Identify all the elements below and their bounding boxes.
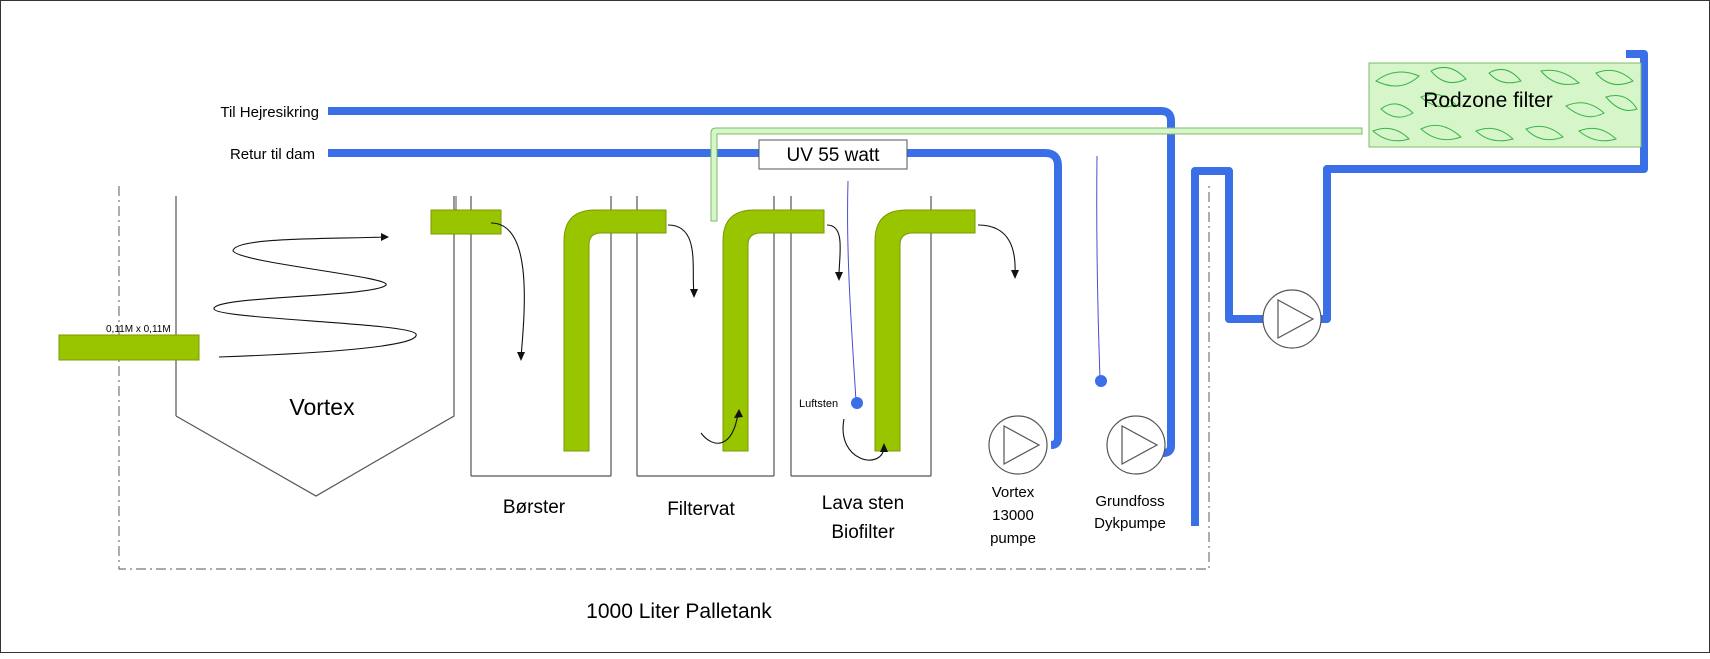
hejresikring-pipe	[328, 107, 1175, 457]
tank-label: 1000 Liter Palletank	[586, 600, 772, 623]
blue-pipes	[328, 50, 1648, 526]
uv-label: UV 55 watt	[787, 145, 881, 166]
air-line-2	[1096, 155, 1101, 380]
lava-label-line1: Lava sten	[822, 493, 904, 514]
uv-lamp-box	[758, 139, 908, 170]
rodzone-pump-icon	[1262, 289, 1322, 349]
uv-to-rodzone-pipe	[710, 127, 1363, 222]
grundfoss-label-2: Dykpumpe	[1094, 515, 1166, 532]
vortex-pump-label-3: pumpe	[990, 530, 1036, 547]
filtervat-label: Filtervat	[667, 499, 735, 520]
hejresikring-label: Til Hejresikring	[220, 104, 319, 121]
rodzone-return-pipe	[1191, 167, 1265, 526]
elbow-pipe-3	[874, 209, 976, 452]
retur-pipe	[328, 149, 1062, 449]
retur-label: Retur til dam	[230, 146, 315, 163]
vortex-label: Vortex	[289, 394, 355, 420]
borster-label: Børster	[503, 497, 566, 518]
vortex-pump-label-1: Vortex	[992, 484, 1035, 501]
flow-arrows	[490, 222, 1016, 461]
luftsten-label: Luftsten	[799, 398, 838, 410]
rodzone-label: Rodzone filter	[1423, 89, 1553, 112]
vortex-pump-icon	[988, 415, 1048, 475]
vortex-flow-arrow	[213, 236, 417, 358]
inlet-pipe	[58, 334, 200, 361]
air-line-1	[847, 180, 857, 402]
grundfoss-air-dot	[1095, 375, 1107, 387]
elbow-pipe-2	[722, 209, 825, 452]
grundfoss-label-1: Grundfoss	[1095, 493, 1164, 510]
flow-arrowheads	[517, 270, 1019, 452]
vortex-flow-arrowhead	[381, 233, 389, 241]
borster-chamber	[470, 196, 932, 477]
grundfoss-pump-icon	[1106, 415, 1166, 475]
vortex-chamber	[175, 196, 455, 497]
luftsten-icon	[851, 397, 863, 409]
rodzone-supply-pipe	[1319, 50, 1648, 323]
palletank-outline	[118, 186, 1210, 570]
borster-inlet-pipe	[430, 209, 502, 235]
vortex-pump-label-2: 13000	[992, 507, 1034, 524]
elbow-pipe-1	[563, 209, 667, 452]
pipe-size-label: 0,11M x 0,11M	[106, 324, 171, 335]
rodzone-leaf-pattern	[1372, 66, 1638, 142]
lava-label-line2: Biofilter	[831, 522, 895, 543]
